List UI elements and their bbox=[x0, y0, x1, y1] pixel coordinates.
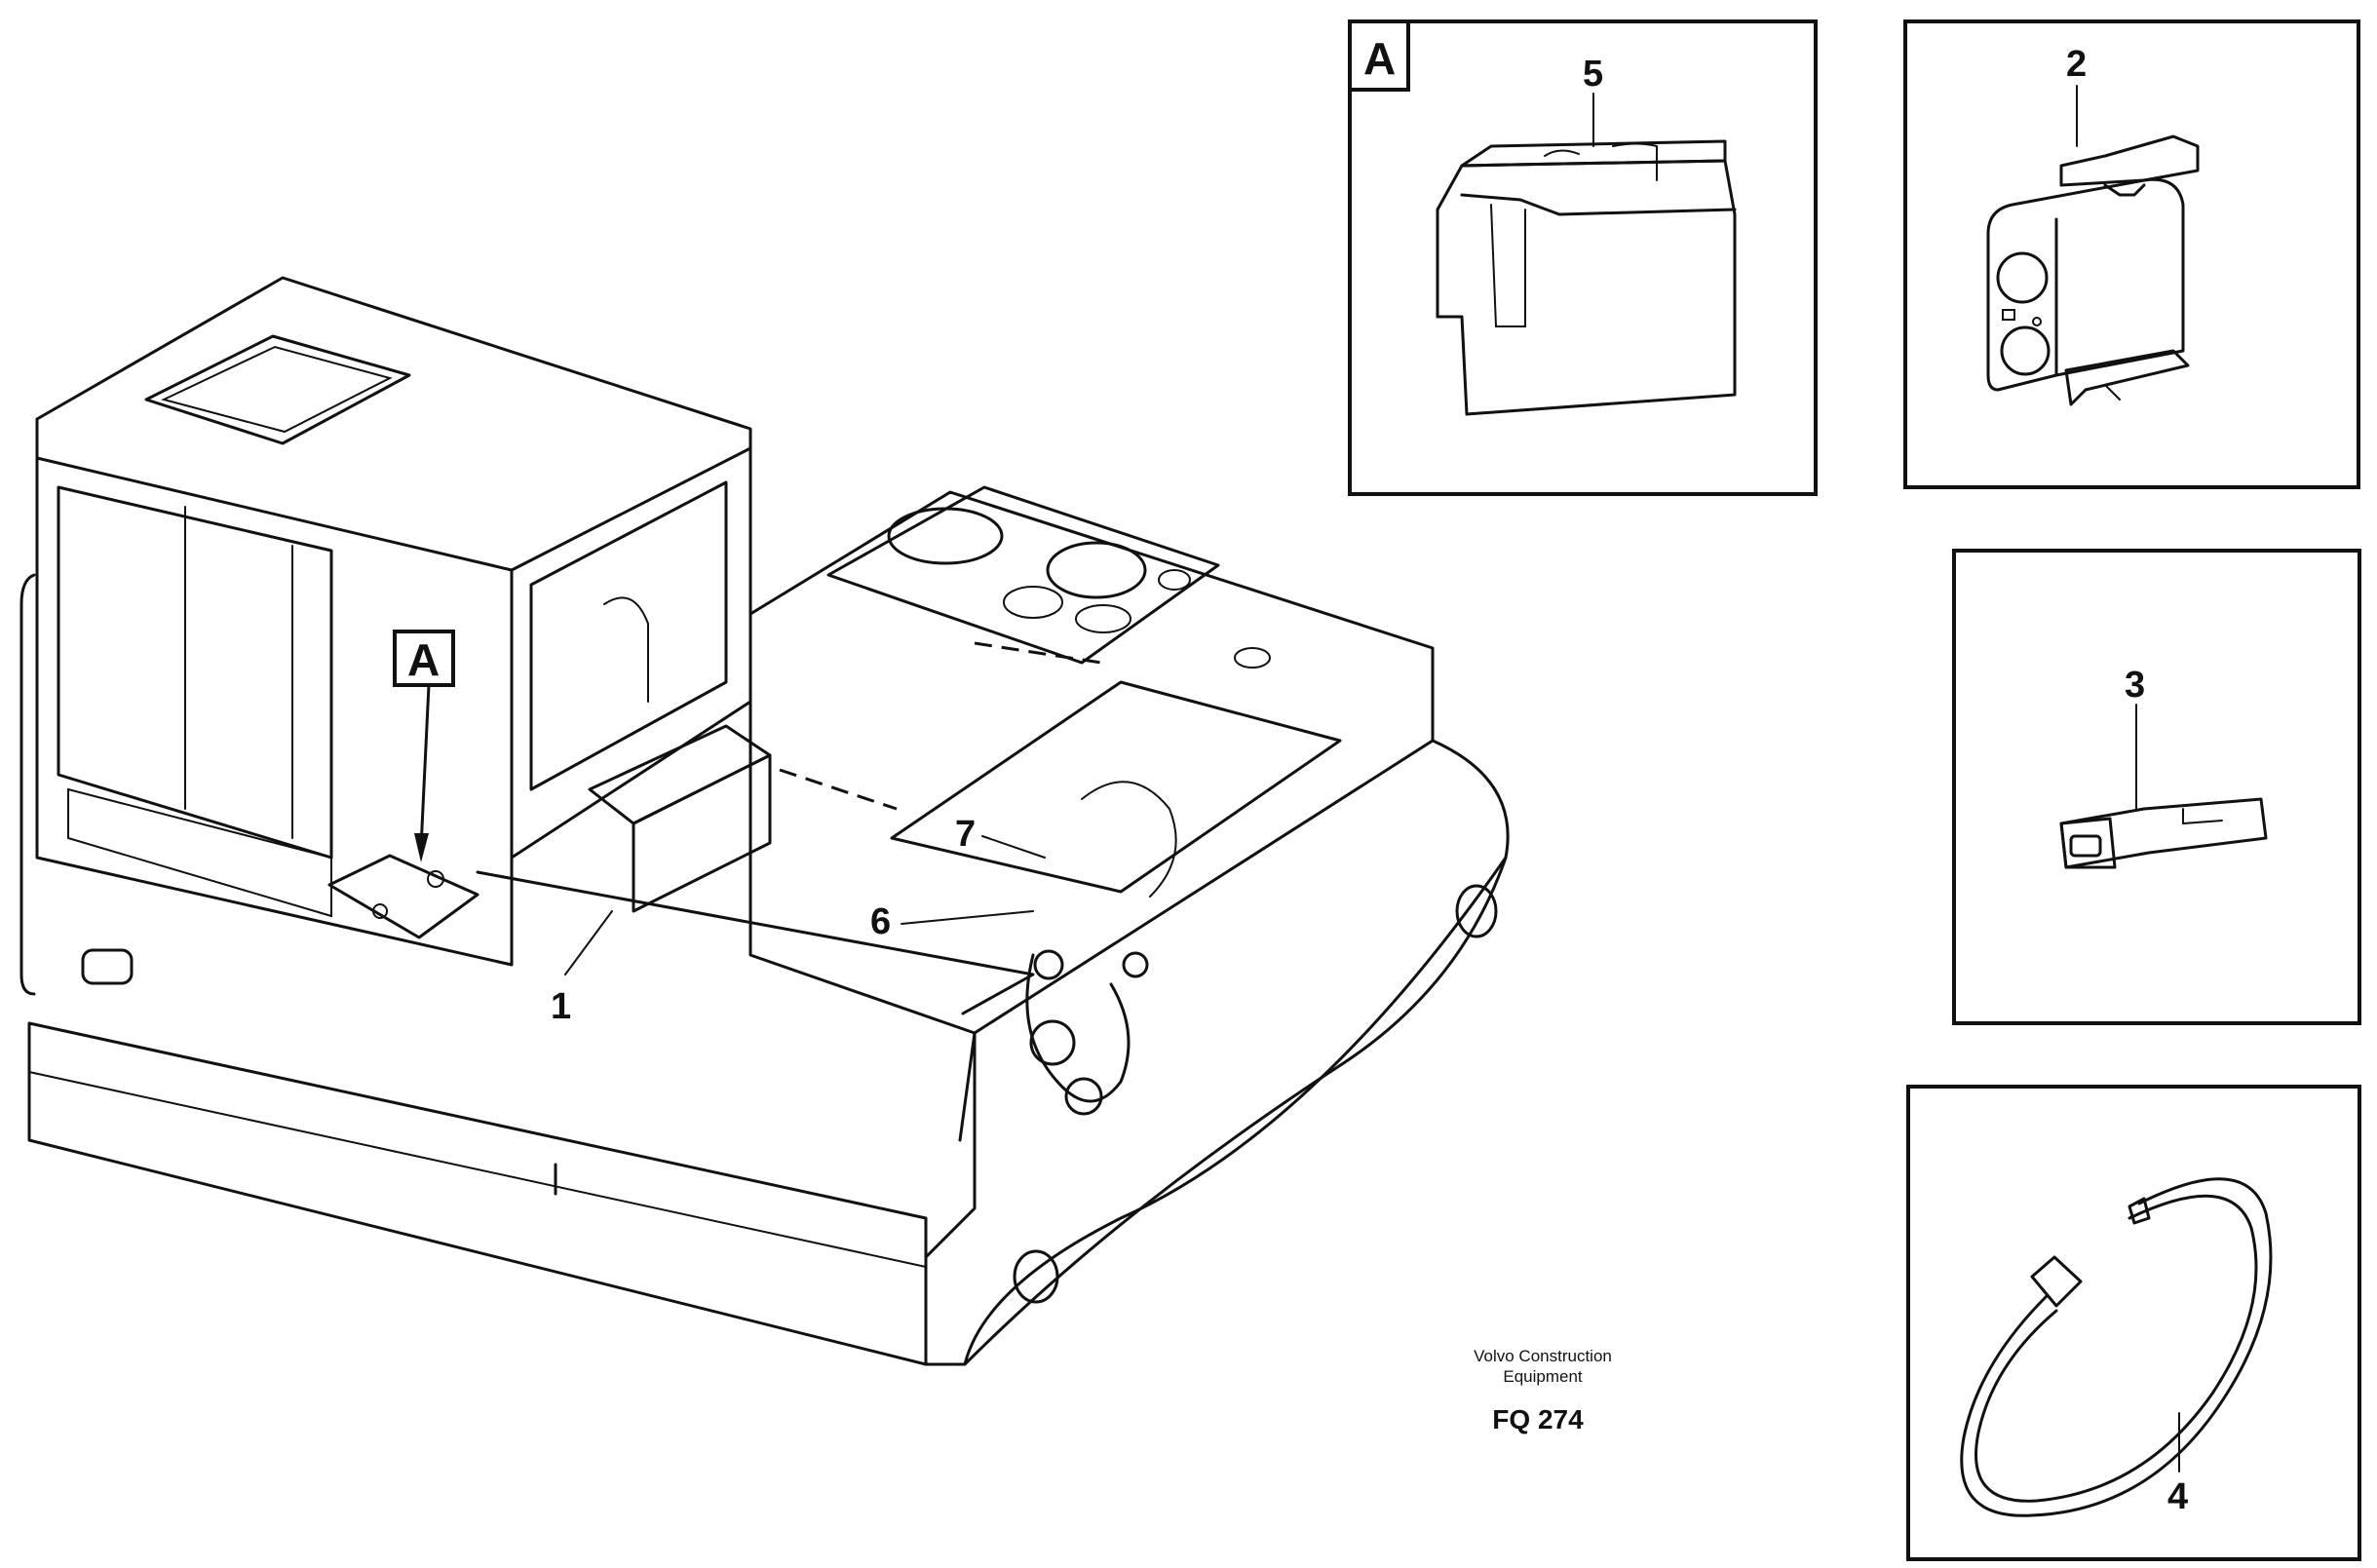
cab-lamp bbox=[81, 948, 134, 985]
detail-tag-a-label: A bbox=[407, 634, 440, 685]
engine-cover bbox=[826, 485, 1220, 665]
connector-port-lower bbox=[2000, 325, 2051, 376]
credit-line-2: Equipment bbox=[1503, 1367, 1583, 1386]
detail-4-frame bbox=[1906, 1085, 2361, 1561]
engine-hood bbox=[748, 490, 1435, 1035]
hood-panel bbox=[890, 680, 1342, 894]
detail-3-frame bbox=[1952, 549, 2361, 1025]
callout-2: 2 bbox=[2066, 44, 2087, 85]
detail-2-panel: 2 bbox=[1903, 19, 2360, 489]
detail-tag-a bbox=[393, 630, 455, 687]
callout-6: 6 bbox=[870, 901, 891, 942]
callout-5: 5 bbox=[1583, 54, 1603, 95]
detail-a-tag-label: A bbox=[1363, 33, 1396, 84]
cable-harness bbox=[476, 870, 1035, 1015]
callout-7: 7 bbox=[955, 814, 976, 855]
connector-housing bbox=[1986, 177, 2185, 392]
fuse-box bbox=[327, 854, 479, 939]
callout-4: 4 bbox=[2167, 1476, 2188, 1517]
detail-a-panel: A 5 bbox=[1348, 19, 1818, 496]
pulley bbox=[1033, 949, 1064, 980]
cab-front-window bbox=[57, 485, 333, 860]
cable-tie bbox=[1974, 1194, 2258, 1503]
counterweight bbox=[924, 739, 1510, 1366]
callout-3: 3 bbox=[2125, 665, 2145, 706]
detail-3-panel: 3 bbox=[1952, 549, 2361, 1025]
cab-body bbox=[35, 276, 752, 967]
cable-tie-head bbox=[2030, 1255, 2083, 1308]
cab-side-window bbox=[529, 480, 728, 791]
callout-1: 1 bbox=[551, 986, 571, 1027]
cab-roof-window bbox=[144, 334, 411, 445]
connector-port-upper bbox=[1996, 251, 2049, 304]
detail-2-frame bbox=[1903, 19, 2360, 489]
detail-a-frame bbox=[1348, 19, 1818, 496]
machine-view: A 1 6 7 bbox=[19, 276, 1510, 1366]
credit-line-1: Volvo Construction bbox=[1474, 1347, 1612, 1365]
credit-block: Volvo Construction Equipment FQ 274 bbox=[1474, 1347, 1612, 1434]
detail-a-tag bbox=[1348, 19, 1410, 92]
undercarriage bbox=[27, 1021, 928, 1366]
drawing-code: FQ 274 bbox=[1492, 1404, 1584, 1434]
detail-4-panel: 4 bbox=[1906, 1085, 2361, 1561]
